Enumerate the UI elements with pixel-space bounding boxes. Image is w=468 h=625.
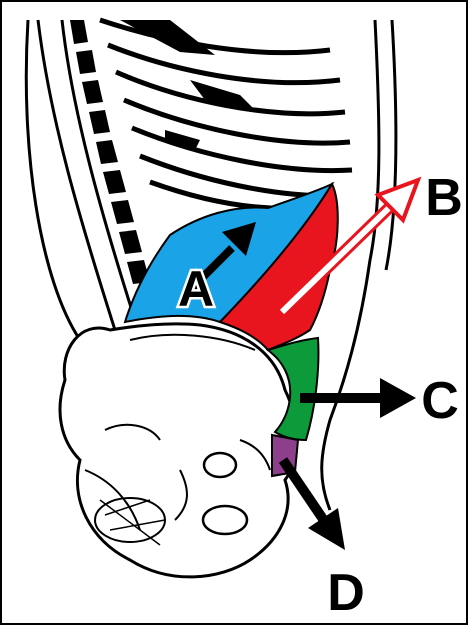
spine bbox=[38, 20, 156, 330]
back-outline bbox=[26, 20, 80, 340]
arrow-d bbox=[283, 460, 345, 550]
rib-cage bbox=[100, 20, 352, 208]
pelvis bbox=[60, 324, 296, 577]
body-outline bbox=[386, 20, 396, 270]
label-a: A bbox=[178, 261, 214, 317]
label-c: C bbox=[421, 372, 459, 430]
label-d: D bbox=[327, 564, 365, 622]
label-b: B bbox=[425, 169, 463, 227]
